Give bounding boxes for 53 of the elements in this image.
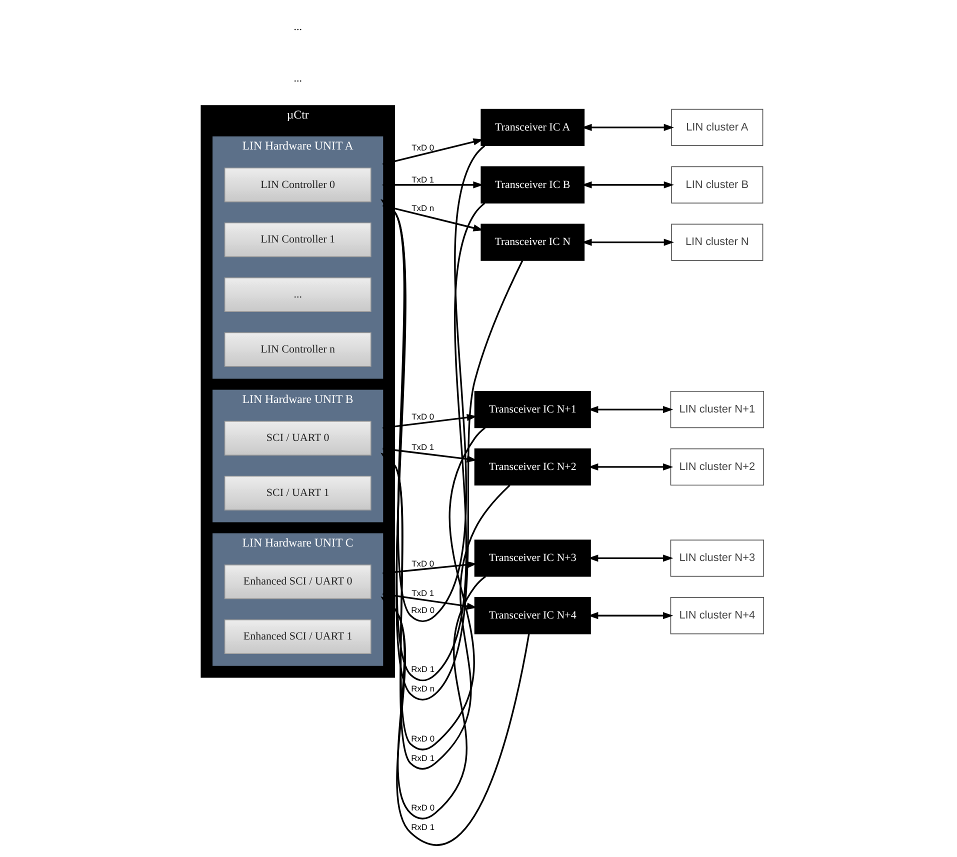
node-box: LIN cluster N+1 xyxy=(670,390,764,428)
edge-label: TxD 0 xyxy=(411,412,434,422)
node-box: LIN Controller n xyxy=(224,332,371,367)
edge-label: TxD 1 xyxy=(411,442,434,452)
arrow xyxy=(380,199,485,682)
node-box: LIN cluster A xyxy=(670,108,763,146)
arrow xyxy=(382,593,477,610)
node-box: Transceiver IC B xyxy=(480,166,584,204)
edge-label: TxD n xyxy=(411,203,434,214)
label: ... xyxy=(293,20,302,33)
node-box: Transceiver IC N+4 xyxy=(474,597,590,634)
node-box: LIN cluster N xyxy=(670,224,763,261)
node-box: Transceiver IC N+1 xyxy=(474,390,590,428)
edge-label: RxD 1 xyxy=(410,822,434,832)
arrow xyxy=(380,199,523,700)
edge-label: RxD 0 xyxy=(410,733,434,744)
arrow xyxy=(588,406,673,414)
arrow xyxy=(380,576,486,820)
edge-label: RxD 1 xyxy=(410,752,434,763)
arrow xyxy=(380,427,486,750)
node-box: SCI / UART 0 xyxy=(224,420,371,456)
node-box: Transceiver IC N xyxy=(480,224,584,261)
arrow xyxy=(588,463,673,471)
node-box: LIN cluster N+2 xyxy=(670,448,764,486)
edge-label: RxD 0 xyxy=(410,605,434,616)
node-box: ... xyxy=(224,277,371,312)
arrow xyxy=(380,452,510,770)
arrow xyxy=(588,554,673,562)
arrow xyxy=(382,138,483,165)
node-box: Enhanced SCI / UART 0 xyxy=(224,564,371,600)
node-box: LIN cluster N+3 xyxy=(670,540,764,577)
node-box: Transceiver IC N+3 xyxy=(474,540,590,577)
edge-label: RxD n xyxy=(410,684,434,694)
edge-label: RxD 1 xyxy=(410,664,434,674)
node-box: Enhanced SCI / UART 1 xyxy=(224,619,371,654)
edge-label: RxD 0 xyxy=(410,802,434,813)
arrow xyxy=(588,612,673,620)
node-box: Transceiver IC A xyxy=(480,108,584,146)
node-box: LIN Controller 0 xyxy=(224,168,371,202)
node-box: Transceiver IC N+2 xyxy=(474,448,590,486)
arrow xyxy=(382,204,483,232)
edge-label: TxD 0 xyxy=(411,558,434,569)
node-box: LIN cluster N+4 xyxy=(670,597,764,634)
node-box: LIN cluster B xyxy=(670,166,763,204)
edge-label: TxD 0 xyxy=(411,142,434,152)
arrow xyxy=(382,181,483,188)
label: ... xyxy=(293,72,302,84)
arrow xyxy=(380,596,530,846)
node-box: SCI / UART 1 xyxy=(224,476,371,510)
node-box: LIN Controller 1 xyxy=(224,222,371,258)
edge-label: TxD 1 xyxy=(411,174,434,184)
edge-label: TxD 1 xyxy=(411,588,434,598)
arrow xyxy=(380,145,485,622)
